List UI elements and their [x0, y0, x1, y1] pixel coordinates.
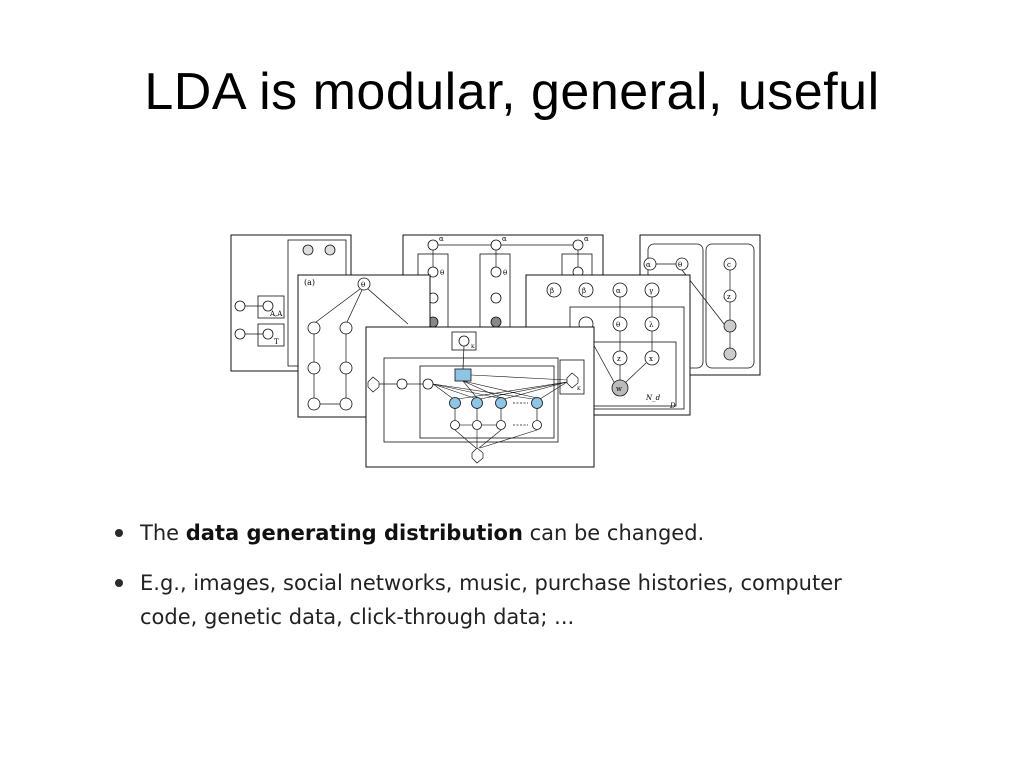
ctm-d-label: D — [669, 402, 676, 410]
bullet-dot-icon — [115, 579, 123, 587]
rtm-alpha-label: α — [646, 261, 651, 269]
bullet-2-text: E.g., images, social networks, music, pu… — [140, 571, 842, 629]
plate-label-t: T — [274, 338, 279, 346]
bullet-item-1: The data generating distribution can be … — [112, 516, 902, 550]
panel-a-label: (a) — [304, 278, 315, 287]
front-k-label-top: K — [471, 344, 475, 350]
plate-label-aa: A,A — [269, 310, 283, 318]
rtm-theta-label: θ — [678, 261, 682, 269]
dtm-theta-label-1: θ — [440, 269, 444, 277]
bullet-1-prefix: The — [140, 521, 186, 545]
ctm-theta-label: θ — [616, 321, 620, 329]
ctm-beta-label-2: β — [582, 287, 586, 295]
bullet-list: The data generating distribution can be … — [112, 516, 902, 650]
graphical-models-collage: A,A T α α α θ θ — [230, 234, 761, 468]
ctm-x-label: x — [649, 355, 653, 363]
ctm-beta-label-1: β — [550, 287, 554, 295]
bullet-1-bold: data generating distribution — [185, 521, 523, 545]
dtm-alpha-label-2: α — [502, 235, 507, 243]
bullet-dot-icon — [115, 529, 123, 537]
slide-title: LDA is modular, general, useful — [144, 63, 880, 121]
ctm-alpha-label: α — [616, 287, 621, 295]
ctm-w-label: w — [616, 385, 622, 393]
dtm-alpha-label-1: α — [439, 235, 444, 243]
ctm-lambda-label: λ — [649, 321, 654, 329]
front-k-label-right: K — [577, 386, 581, 392]
bullet-item-2: E.g., images, social networks, music, pu… — [112, 566, 902, 634]
rtm-z-label: z — [727, 293, 731, 301]
ctm-nd-label: N_d — [645, 394, 661, 402]
ctm-gamma-label: γ — [649, 287, 653, 295]
diagram-panel-front: K K — [365, 326, 595, 468]
ctm-z-label: z — [617, 355, 621, 363]
rtm-c-label: c — [727, 261, 731, 269]
dtm-alpha-label-3: α — [584, 235, 589, 243]
panel-a-theta-label: θ — [361, 281, 365, 289]
dtm-theta-label-2: θ — [503, 269, 507, 277]
bullet-1-suffix: can be changed. — [522, 521, 705, 545]
